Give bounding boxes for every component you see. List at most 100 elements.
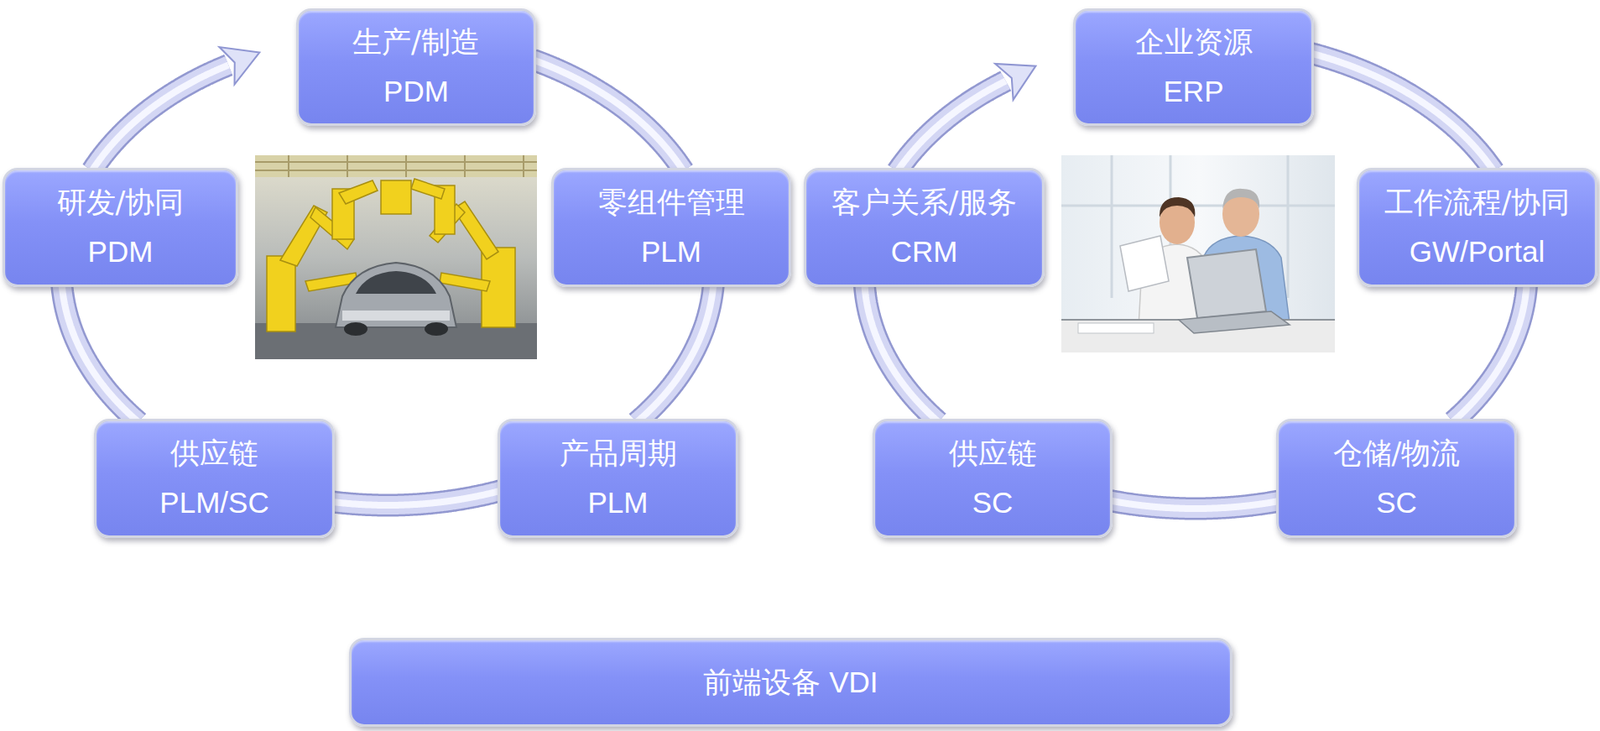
robot-arm <box>338 180 378 204</box>
box-title: 前端设备 VDI <box>703 663 878 701</box>
cycle-arc <box>62 283 139 422</box>
ring-outline <box>864 283 939 423</box>
factory-ground <box>255 155 537 360</box>
ring-band <box>92 65 230 172</box>
car-bumper <box>342 310 450 321</box>
box-title: 生产/制造 <box>352 24 480 62</box>
system-box: 工作流程/协同 GW/Portal <box>1356 167 1598 287</box>
ring-highlight <box>92 65 230 172</box>
office-ground <box>1061 155 1335 353</box>
cycle-arc <box>532 59 683 171</box>
cycle-arc <box>332 490 501 506</box>
ring-outline <box>1310 52 1494 171</box>
box-title: 企业资源 <box>1135 24 1253 62</box>
ring-outline <box>1109 500 1279 509</box>
box-title: 仓储/物流 <box>1333 435 1461 473</box>
ceiling-beams <box>255 155 537 178</box>
system-box: 前端设备 VDI <box>349 637 1233 727</box>
system-code: SC <box>1375 484 1418 522</box>
ring-highlight <box>62 283 139 422</box>
ring-band <box>1109 500 1279 509</box>
ring-highlight <box>332 490 501 506</box>
ring-highlight <box>1109 500 1279 509</box>
factory-ceiling <box>255 155 537 178</box>
cycle-arc <box>636 283 714 422</box>
robot-arm <box>411 178 445 199</box>
ring-highlight <box>1453 283 1528 422</box>
hair-right <box>1222 188 1260 209</box>
car-wheel <box>343 322 368 336</box>
system-box: 供应链 SC <box>872 418 1113 538</box>
cycle-arc <box>864 283 939 423</box>
system-code: PDM <box>383 72 449 110</box>
system-code: PLM <box>588 484 649 522</box>
ring-band <box>636 283 714 422</box>
system-box: 零组件管理 PLM <box>551 167 792 287</box>
system-box: 供应链 PLM/SC <box>93 418 335 538</box>
box-title: 供应链 <box>948 435 1038 473</box>
box-title: 研发/协同 <box>57 184 185 222</box>
paper <box>1120 235 1169 292</box>
ring-outline <box>332 490 501 506</box>
arrow-head <box>995 63 1036 100</box>
arrow-head <box>218 46 260 84</box>
laptop-screen <box>1187 249 1267 318</box>
cycle-arc <box>897 63 1037 171</box>
ring-band <box>1310 52 1494 171</box>
ring-band <box>897 81 1006 172</box>
system-code: PLM <box>641 233 702 271</box>
cycle-arc <box>1453 283 1528 422</box>
ring-outline <box>1453 283 1528 422</box>
system-code: CRM <box>891 233 959 271</box>
ring-band <box>62 283 139 422</box>
cycle-arc <box>1310 52 1494 171</box>
ring-highlight <box>1310 52 1494 171</box>
laptop <box>1178 249 1290 334</box>
ring-outline <box>897 81 1006 172</box>
ring-outline <box>636 283 714 422</box>
system-code: SC <box>972 484 1014 522</box>
system-box: 研发/协同 PDM <box>2 167 239 287</box>
hair-left <box>1159 197 1195 218</box>
robot-arms <box>266 178 516 332</box>
cycle-arc <box>92 46 261 171</box>
cycle-arc <box>1109 500 1279 509</box>
ring-highlight <box>636 283 714 422</box>
ring-band <box>532 59 683 171</box>
box-title: 产品周期 <box>559 435 678 473</box>
ring-highlight <box>897 81 1006 172</box>
system-box: 产品周期 PLM <box>497 418 739 538</box>
system-code: PDM <box>88 233 154 271</box>
system-box: 仓储/物流 SC <box>1276 418 1517 538</box>
ring-outline <box>532 59 683 171</box>
factory-floor <box>255 323 537 360</box>
system-code: PLM/SC <box>159 484 269 522</box>
system-code: GW/Portal <box>1409 233 1545 271</box>
ring-outline <box>62 283 139 422</box>
system-code: ERP <box>1163 72 1225 110</box>
robot-arm <box>439 272 490 292</box>
office-photo <box>1061 155 1335 353</box>
system-box: 客户关系/服务 CRM <box>803 167 1045 287</box>
car-shell <box>335 262 457 328</box>
box-title: 供应链 <box>170 435 259 473</box>
car-window <box>355 271 437 294</box>
system-box: 企业资源 ERP <box>1073 8 1314 126</box>
car-body <box>335 262 457 336</box>
laptop-base <box>1178 311 1290 334</box>
box-title: 零组件管理 <box>598 184 746 222</box>
robot-base <box>380 180 412 214</box>
box-title: 客户关系/服务 <box>831 184 1018 222</box>
ring-band <box>332 490 501 506</box>
factory-photo <box>255 155 537 360</box>
ring-outline <box>92 65 230 172</box>
car-wheel <box>424 322 449 336</box>
ring-highlight <box>864 283 939 423</box>
papers <box>1078 323 1154 334</box>
ring-band <box>864 283 939 423</box>
ring-band <box>1453 283 1528 422</box>
box-title: 工作流程/协同 <box>1384 184 1571 222</box>
ring-highlight <box>532 59 683 171</box>
